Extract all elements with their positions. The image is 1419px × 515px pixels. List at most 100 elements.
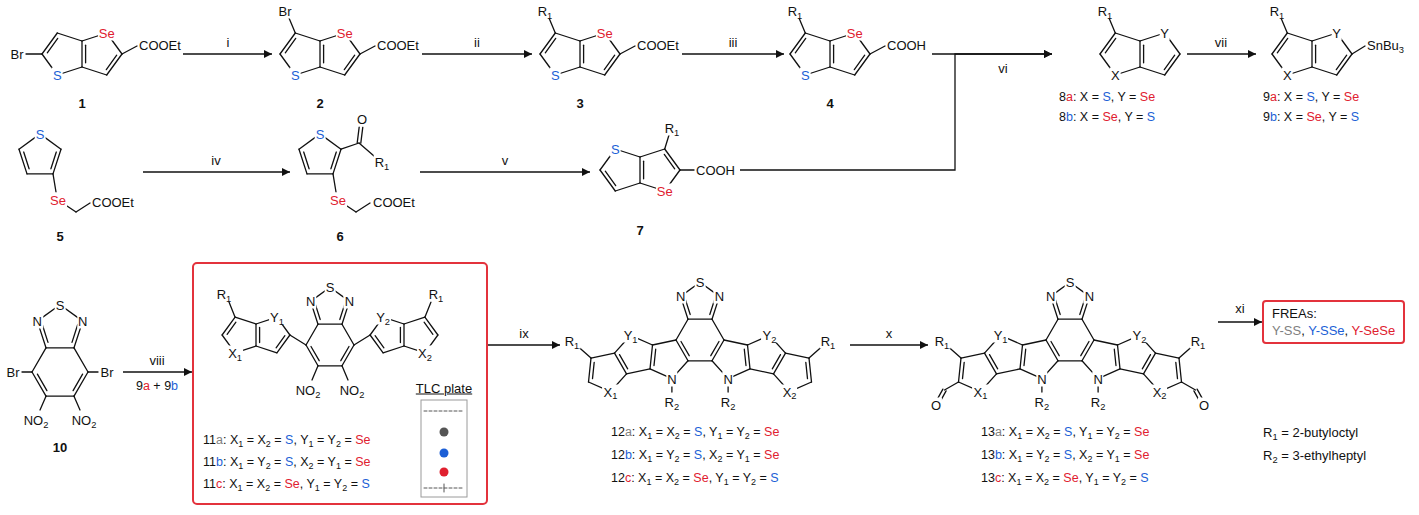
subscript: 2 xyxy=(1087,453,1092,463)
product-name: Y-SeSe xyxy=(1352,323,1396,338)
reagent-step: x xyxy=(885,326,894,341)
bond-line xyxy=(959,358,962,382)
atom-label: COOEt xyxy=(376,38,420,53)
subscript: 1 xyxy=(1279,10,1284,20)
bond-line xyxy=(122,46,137,54)
reagent-step: ix xyxy=(518,326,529,341)
bond-line xyxy=(653,340,677,345)
subscript: 1 xyxy=(238,460,243,470)
subscript: 1 xyxy=(1115,453,1120,463)
bond-line xyxy=(370,335,383,353)
subscript: 1 xyxy=(1272,431,1277,441)
atom-symbol: Se xyxy=(355,455,370,469)
atom-label: R1 xyxy=(934,334,951,349)
compound-definition: 9a: X = S, Y = Se xyxy=(1262,90,1360,105)
bond-line xyxy=(1277,38,1287,52)
bond-line xyxy=(19,149,27,174)
atom-symbol: Se xyxy=(1140,90,1155,104)
product-name: Y-SSe xyxy=(1308,323,1344,338)
bond-line xyxy=(830,67,855,75)
bond-line xyxy=(591,353,615,358)
compound-structure: R1YSnBu3X9a: X = S, Y = Se9b: X = Se, Y … xyxy=(1256,0,1414,128)
atom-label: N xyxy=(32,314,43,329)
atom-label: R1 xyxy=(374,155,391,170)
bond-line xyxy=(342,366,348,380)
atom-symbol: S xyxy=(36,127,45,142)
bond-line xyxy=(545,38,555,52)
atom-label: R1 xyxy=(820,334,837,349)
atom-symbol: Se xyxy=(330,193,346,208)
bond-line xyxy=(320,67,345,75)
bond-line xyxy=(1094,340,1118,345)
atom-label: Br xyxy=(278,4,293,19)
bond-line xyxy=(790,33,805,54)
tlc-spot xyxy=(440,449,449,458)
bond-line xyxy=(106,55,116,69)
atom-symbol: S xyxy=(696,275,705,290)
atom-label: N xyxy=(1045,289,1056,304)
bond-line xyxy=(299,149,307,174)
subscript: 2 xyxy=(771,335,776,345)
subscript: 2 xyxy=(427,352,432,362)
compound-structure: BrSeCOOEtS1 xyxy=(3,0,183,112)
subscript: 2 xyxy=(342,482,347,492)
bond-line xyxy=(1118,345,1121,369)
atom-label: NO2 xyxy=(23,413,50,428)
reaction-arrow xyxy=(1218,321,1262,322)
bond-line xyxy=(600,170,615,191)
bond-line xyxy=(805,33,830,41)
bond-line xyxy=(57,33,82,41)
bond-line xyxy=(32,372,46,396)
bond-line xyxy=(222,317,235,335)
subscript: 1 xyxy=(438,293,443,303)
atom-label: NO2 xyxy=(295,383,322,398)
atom-label: NO2 xyxy=(71,413,98,428)
bond-line xyxy=(615,183,640,191)
atom-label: Y1 xyxy=(623,328,639,343)
reaction-arrow xyxy=(143,171,290,172)
subscript: 1 xyxy=(797,10,802,20)
atom-label: COOEt xyxy=(138,38,182,53)
bond-line xyxy=(276,336,285,348)
bond-line xyxy=(1120,369,1144,374)
bond-line xyxy=(235,317,256,324)
compound-number: 2 xyxy=(315,96,324,111)
atom-label: S xyxy=(695,275,706,290)
reaction-arrow xyxy=(183,53,272,54)
subscript: 1 xyxy=(717,430,722,440)
atom-symbol: Se xyxy=(50,193,66,208)
bond-line xyxy=(53,174,56,192)
bond-line xyxy=(1337,54,1352,75)
atom-symbol: S xyxy=(1140,471,1148,485)
bond-line xyxy=(809,358,812,382)
compound-letter: b xyxy=(995,448,1002,462)
compound-letter: b xyxy=(1270,110,1277,124)
bond-line xyxy=(833,45,834,63)
atom-label: Se xyxy=(49,193,67,208)
atom-label: COOH xyxy=(886,38,927,53)
atom-symbol: Se xyxy=(1134,448,1149,462)
atom-symbol: S xyxy=(1147,110,1155,124)
subscript: 1 xyxy=(1087,430,1092,440)
bond-line xyxy=(593,362,595,378)
atom-label: S xyxy=(35,127,46,142)
atom-label: X1 xyxy=(972,384,988,399)
subscript: 2 xyxy=(730,401,735,411)
bond-line xyxy=(306,324,318,345)
subscript: 1 xyxy=(336,460,341,470)
bond-line xyxy=(360,46,375,54)
bond-line xyxy=(1023,340,1047,345)
bond-line xyxy=(289,18,295,33)
subscript: 1 xyxy=(830,340,835,350)
bond-line xyxy=(1336,55,1346,69)
compound-number: 3 xyxy=(575,96,584,111)
atom-label: Y1 xyxy=(993,328,1009,343)
atom-symbol: S xyxy=(326,280,335,295)
bond-line xyxy=(589,358,592,382)
subscript: 2 xyxy=(309,460,314,470)
compound-structure: SSeCOOEt5 xyxy=(3,118,143,248)
bond-line xyxy=(1272,33,1287,54)
bond-line xyxy=(400,328,401,343)
bond-line xyxy=(46,347,74,348)
subscript: 1 xyxy=(1002,335,1007,345)
